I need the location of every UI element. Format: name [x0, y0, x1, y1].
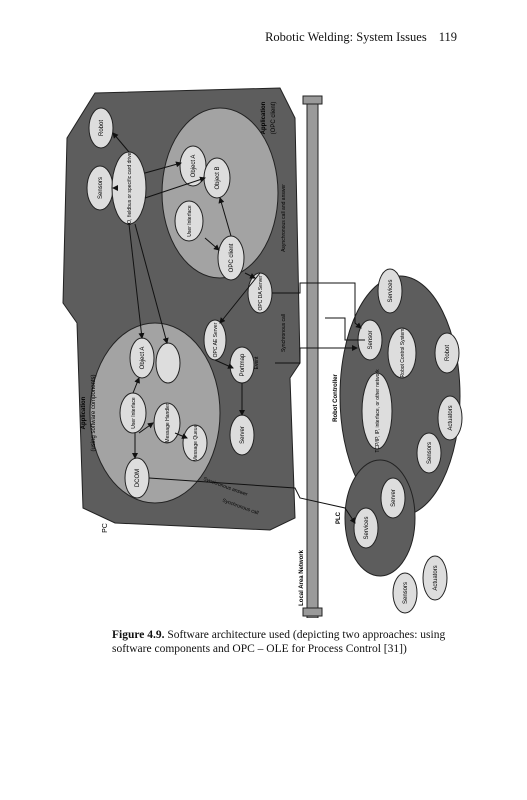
opc-ae-server-label: OPC AE Server: [213, 322, 219, 357]
portmap-label: Portmap: [240, 353, 246, 376]
opc-client-label: OPC client: [229, 243, 235, 272]
robot-control-label: Robot Control System: [400, 329, 406, 378]
message-handler-node: [153, 402, 181, 444]
object-b-right-label: Object B: [215, 166, 221, 189]
plc-sensors-node: [392, 572, 418, 614]
connector-lines: [112, 132, 365, 524]
sync-call-label: Synchronous call: [281, 314, 287, 352]
object-b-left-node: [155, 342, 181, 384]
sw-app-circle: [89, 322, 221, 504]
figure-caption: Figure 4.9. Software architecture used (…: [112, 629, 472, 656]
robot-controller-label: Robot Controller: [333, 374, 339, 422]
plc-actuators-node: [422, 555, 448, 601]
plc-server-node: [380, 477, 406, 519]
actuators-rc-label: Actuators: [448, 405, 454, 430]
message-handler-label: Message Handler: [165, 403, 171, 443]
plc-sensors-label: Sensors: [403, 582, 409, 604]
message-queue-label: Message Queue: [193, 424, 199, 461]
lan-bar: [306, 99, 319, 619]
app-left-title: Application: [81, 396, 87, 429]
robot-2-node: [434, 332, 460, 374]
user-interface-right-label: User Interface: [187, 205, 193, 237]
robot-1-label: Robot: [99, 120, 105, 136]
io-driver-label: IO, fieldbus or specific card driver: [127, 151, 133, 226]
app-right-sub: (OPC client): [271, 102, 277, 135]
pc-label: PC: [102, 523, 109, 533]
robot-control-node: [387, 327, 417, 379]
dcom-label: DCOM: [135, 469, 141, 487]
sensors-label: Sensors: [98, 177, 104, 199]
plc-label: PLC: [336, 511, 342, 524]
robot-2-label: Robot: [445, 345, 451, 361]
plc-server-label: Server: [391, 489, 397, 507]
async-call-label: Asynchronous call and answer: [281, 184, 287, 252]
lan-label: Local Area Network: [299, 549, 305, 605]
object-a-right-label: Object A: [191, 155, 197, 178]
plc-services-node: [353, 507, 379, 549]
user-interface-right-node: [174, 200, 204, 242]
rc-services-label: Services: [388, 279, 394, 302]
caption-label: Figure 4.9.: [112, 629, 165, 641]
lan-bottom-cap: [302, 607, 323, 617]
message-queue-node: [182, 424, 208, 462]
architecture-diagram: Sensors Robot IO, fieldbus or specific c…: [62, 87, 463, 619]
rc-services-node: [377, 268, 403, 314]
rc-sensor-label: Sensor: [368, 330, 374, 349]
running-title: Robotic Welding: System Issues: [265, 30, 427, 44]
caption-text: Software architecture used (depicting tw…: [112, 629, 446, 655]
app-right-title: Application: [261, 101, 267, 134]
server-label: Server: [240, 426, 246, 444]
actuators-rc-node: [437, 395, 463, 441]
app-left-sub: (using software components): [91, 374, 97, 451]
robot-1-node: [88, 107, 114, 149]
running-head: Robotic Welding: System Issues 119: [265, 30, 457, 45]
plc-actuators-label: Actuators: [433, 565, 439, 590]
object-a-left-label: Object A: [140, 347, 146, 370]
tcpip-interface-node: [361, 372, 393, 450]
event-label: Event: [254, 356, 260, 369]
lan-top-cap: [302, 95, 323, 105]
user-interface-left-label: User Interface: [131, 397, 137, 429]
opc-da-server-label: OPC DA Server: [258, 275, 264, 310]
page-number: 119: [438, 30, 457, 44]
sensors-rc-label: Sensors: [427, 442, 433, 464]
plc-services-label: Services: [364, 516, 370, 539]
architecture-figure: Sensors Robot IO, fieldbus or specific c…: [55, 78, 475, 619]
sensors-rc-node: [416, 432, 442, 474]
tcpip-interface-label: TCP/IP, IP, interface, or other network: [375, 369, 381, 453]
